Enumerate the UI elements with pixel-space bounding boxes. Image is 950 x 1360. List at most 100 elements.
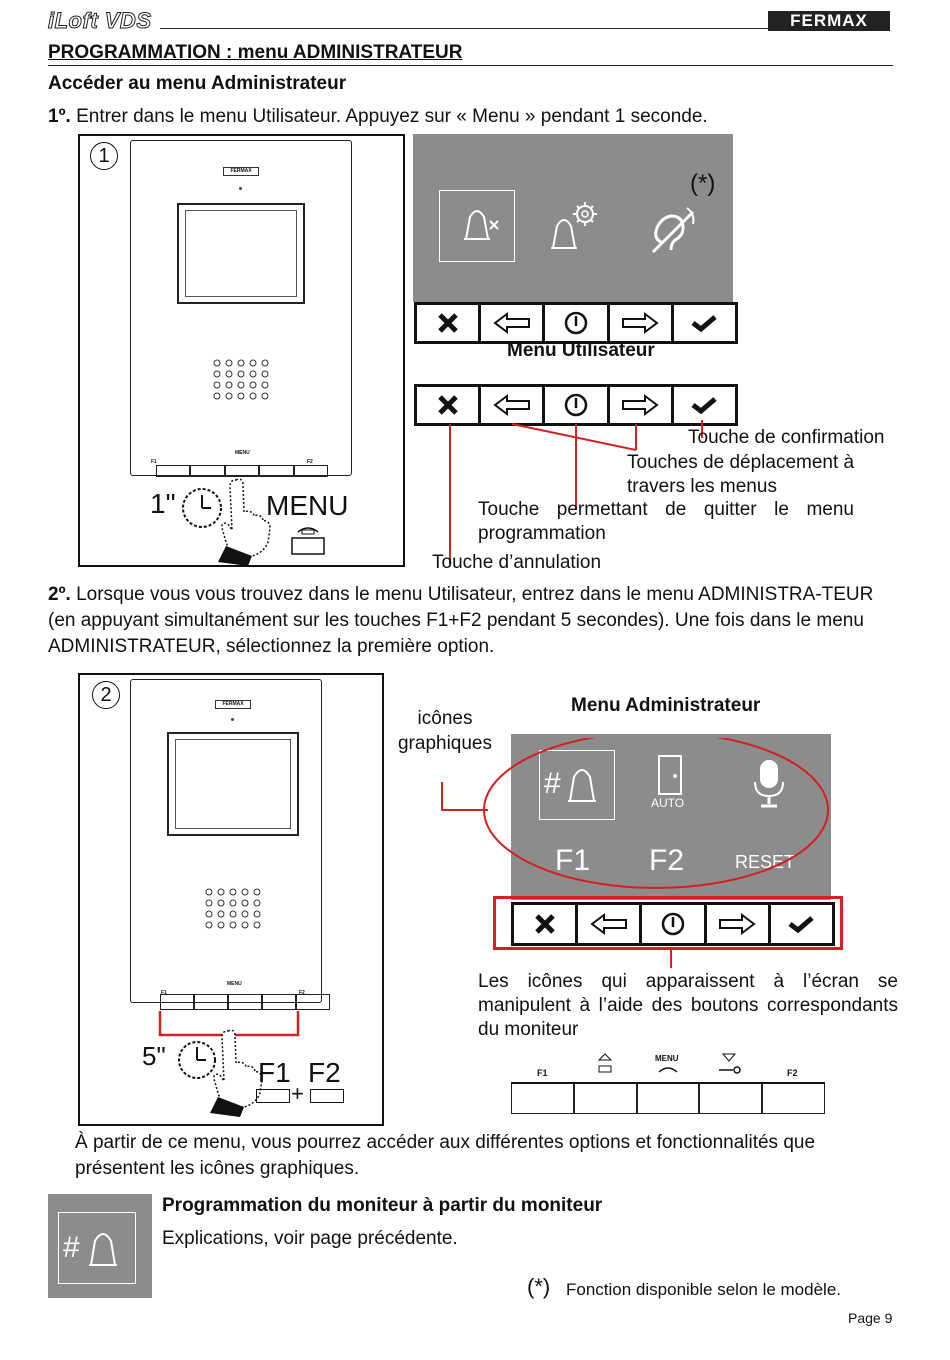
speaker-grille (205, 888, 261, 929)
right-arrow-icon (622, 394, 659, 416)
strip-buttons (511, 1082, 825, 1114)
confirm-key[interactable] (771, 905, 832, 943)
monitor-screen (167, 732, 299, 836)
menu-label-small: MENU (227, 981, 242, 987)
left-key[interactable] (578, 905, 643, 943)
strip-button-left[interactable] (573, 1084, 637, 1114)
navigate-callout: Touches de déplacement à travers les men… (627, 452, 855, 497)
hint-pointer-line (670, 950, 672, 968)
left-arrow-icon (493, 312, 530, 334)
press-duration: 1" (150, 488, 176, 519)
bell-hash-icon: # (544, 767, 596, 802)
clock-icon (182, 488, 222, 528)
power-key[interactable] (642, 905, 707, 943)
strip-button-f2[interactable] (762, 1084, 825, 1114)
cancel-key[interactable] (417, 305, 482, 341)
f2-big-label: F2 (308, 1057, 341, 1088)
bell-hash-option[interactable]: # (539, 750, 615, 820)
button-f1[interactable] (160, 994, 194, 1010)
svg-text:#: # (63, 1231, 80, 1264)
user-menu-screen: (*) (413, 134, 733, 302)
checkmark-icon (788, 916, 815, 934)
button-menu[interactable] (224, 465, 260, 477)
plus-sign: + (291, 1081, 304, 1106)
power-icon (661, 912, 685, 936)
strip-button-f1[interactable] (511, 1084, 574, 1114)
feature-icon-tile: # (48, 1194, 152, 1298)
admin-menu-screen: # AUTO F1 F2 RESET (511, 734, 831, 900)
f2-label: F2 (299, 990, 305, 996)
note-text: Fonction disponible selon le modèle. (566, 1280, 842, 1299)
door-key-icon (719, 1053, 741, 1074)
icons-label: icônes graphiques (397, 708, 493, 754)
quit-callout: Touche permettant de quitter le menu pro… (478, 499, 854, 544)
bell-hash-icon: # (63, 1231, 117, 1266)
left-key[interactable] (481, 305, 546, 341)
monitor-button-strip: F1 MENU F2 (511, 1052, 825, 1114)
f2-label: F2 (307, 459, 313, 465)
monitor-camera (239, 187, 242, 190)
button-f2[interactable] (293, 465, 329, 477)
svg-text:#: # (544, 767, 561, 800)
press-duration: 5" (142, 1041, 166, 1071)
button-f1[interactable] (156, 465, 191, 477)
volume-icon (597, 1053, 613, 1073)
right-key[interactable] (610, 305, 674, 341)
cancel-callout: Touche d’annulation (432, 552, 602, 573)
left-arrow-icon (590, 913, 627, 935)
button-left[interactable] (194, 994, 228, 1010)
right-key[interactable] (707, 905, 771, 943)
button-right[interactable] (262, 994, 296, 1010)
step2-number: 2º. (48, 584, 71, 605)
strip-button-menu[interactable] (636, 1084, 700, 1114)
power-key[interactable] (545, 305, 610, 341)
monitor-body: FERMAX F1 MENU F2 (130, 140, 352, 477)
bell-mute-icon (464, 210, 499, 240)
step2-device-panel: 2 FERMAX F1 MENU F2 5" (78, 673, 384, 1126)
strip-button-right[interactable] (699, 1084, 763, 1114)
buttons-hint: Les icônes qui apparaissent à l’écran se… (478, 971, 898, 1040)
f1-big-label: F1 (258, 1057, 291, 1088)
monitor-screen (177, 203, 305, 304)
step1-paragraph: 1º. Entrer dans le menu Utilisateur. App… (48, 104, 908, 130)
step2-paragraph: 2º. Lorsque vous vous trouvez dans le me… (48, 582, 898, 660)
button-menu[interactable] (228, 994, 262, 1010)
menu-label-small: MENU (235, 450, 250, 456)
step2-circle-number: 2 (92, 681, 120, 709)
menu-big-label: MENU (266, 490, 349, 521)
step1-number: 1º. (48, 106, 71, 127)
button-f2[interactable] (296, 994, 330, 1010)
cancel-key[interactable] (514, 905, 579, 943)
admin-menu-keybar (511, 902, 835, 946)
admin-menu-title: Menu Administrateur (571, 695, 761, 716)
button-right[interactable] (259, 465, 294, 477)
checkmark-icon (691, 397, 718, 415)
screen-f2-label: F2 (649, 844, 685, 877)
screen-reset-label: RESET (735, 852, 796, 872)
page-number: Page 9 (848, 1310, 893, 1326)
left-arrow-icon (493, 394, 530, 416)
f1-label: F1 (161, 990, 167, 996)
confirm-key[interactable] (674, 305, 735, 341)
right-arrow-icon (719, 913, 756, 935)
power-icon (564, 393, 588, 417)
monitor-buttons (160, 994, 330, 1010)
microphone-icon[interactable] (751, 758, 787, 810)
sub-title: Accéder au menu Administrateur (48, 73, 347, 94)
checkmark-icon (691, 315, 718, 333)
f1-label: F1 (151, 459, 157, 465)
button-left[interactable] (190, 465, 225, 477)
legend-left-key (481, 387, 546, 423)
bell-settings-icon[interactable] (539, 196, 609, 258)
header-rule (160, 28, 768, 29)
cancel-icon (437, 395, 458, 415)
hearing-loop-icon[interactable] (643, 198, 703, 258)
bell-mute-option[interactable] (439, 190, 515, 262)
admin-keybar-highlight (493, 896, 843, 950)
legend-power-key (545, 387, 610, 423)
asterisk-note-mark: (*) (690, 170, 716, 197)
legend-cancel-key (417, 387, 482, 423)
door-icon[interactable] (651, 754, 691, 798)
step1-device-panel: 1 FERMAX F1 MENU F2 1" (78, 134, 405, 567)
step1-circle-number: 1 (90, 142, 118, 170)
